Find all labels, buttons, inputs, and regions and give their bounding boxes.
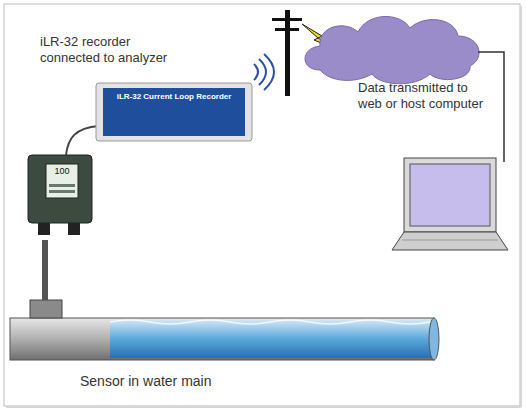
- display-reading: 100: [47, 166, 77, 177]
- callout-label: iLR-32 recorder connected to analyzer: [40, 34, 190, 66]
- callout-label: Sensor in water main: [80, 372, 280, 390]
- device-label: iLR-32 Current Loop Recorder: [108, 92, 240, 102]
- callout-label: Data transmitted to web or host computer: [358, 80, 486, 112]
